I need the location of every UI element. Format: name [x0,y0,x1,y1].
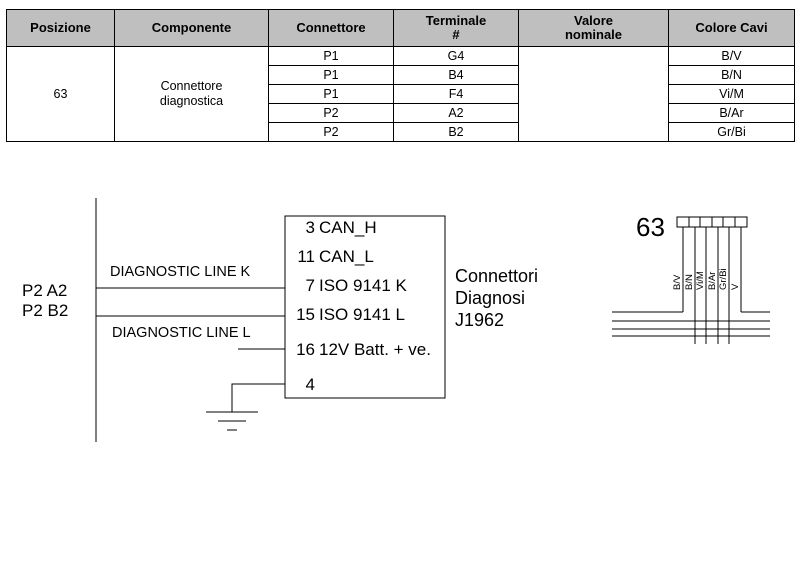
component-line2: diagnostica [159,94,224,108]
cell-wire-color: B/Ar [668,103,795,123]
header-terminal: Terminale # [393,9,519,47]
mini-connector-number: 63 [636,212,665,242]
connector-title-line1: Connettori [455,266,538,286]
cell-wire-color: Gr/Bi [668,122,795,142]
pin-name: ISO 9141 L [319,305,405,324]
pin-number: 3 [306,218,315,237]
header-wire-color: Colore Cavi [668,9,795,47]
header-terminal-line1: Terminale [425,13,487,28]
table-row: P2 B2 Gr/Bi [7,122,795,142]
header-nominal-line1: Valore [573,13,614,28]
pin-number: 11 [297,247,315,266]
pin-name: 12V Batt. + ve. [319,340,431,359]
header-nominal-line2: nominale [564,27,623,42]
header-nominal: Valore nominale [518,9,669,47]
table-row: 63 Connettore diagnostica P1 G4 B/V [6,46,795,142]
mini-wire-label: B/Ar [707,272,718,290]
component-line1: Connettore [160,79,223,93]
pin-name: CAN_L [319,247,374,266]
pin-number: 15 [296,305,315,324]
table-header-row: Posizione Componente Connettore Terminal… [6,9,795,47]
pin-number: 7 [306,276,315,295]
connector-box [284,215,446,399]
cell-nominal-value [518,46,669,142]
left-label-a2: P2 A2 [22,281,67,300]
mini-wire-label: V [730,283,741,290]
cell-position: 63 [6,46,115,142]
mini-wire-label: B/N [684,274,695,290]
mini-wire-label: Vi/M [695,271,706,290]
pin-number: 16 [296,340,315,359]
diagnostic-line-l-label: DIAGNOSTIC LINE L [112,325,251,341]
cell-component: Connettore diagnostica [114,46,269,142]
cell-terminal: B2 [393,122,519,142]
header-position: Posizione [6,9,115,47]
mini-connector-pins [676,216,748,228]
diagnostic-line-k-label: DIAGNOSTIC LINE K [110,264,251,280]
cell-connector: P2 [268,122,394,142]
left-label-b2: P2 B2 [22,301,68,320]
connector-title-line2: Diagnosi [455,288,525,308]
mini-wire-label: Gr/Bi [718,268,729,290]
connector-title-line3: J1962 [455,310,504,330]
ground-wire [231,383,285,412]
pin-number: 4 [306,375,315,394]
table-row: P1 B4 B/N [7,65,795,85]
component-table: Posizione Componente Connettore Terminal… [6,9,795,142]
ground-icon [206,411,258,431]
table-row: P1 F4 Vi/M [7,84,795,104]
pin-name: CAN_H [319,218,377,237]
pin-name: ISO 9141 K [319,276,408,295]
mini-connector-wires [612,227,770,344]
mini-wire-label: B/V [672,274,683,290]
table-row: P2 A2 B/Ar [7,103,795,123]
header-terminal-line2: # [452,27,460,42]
